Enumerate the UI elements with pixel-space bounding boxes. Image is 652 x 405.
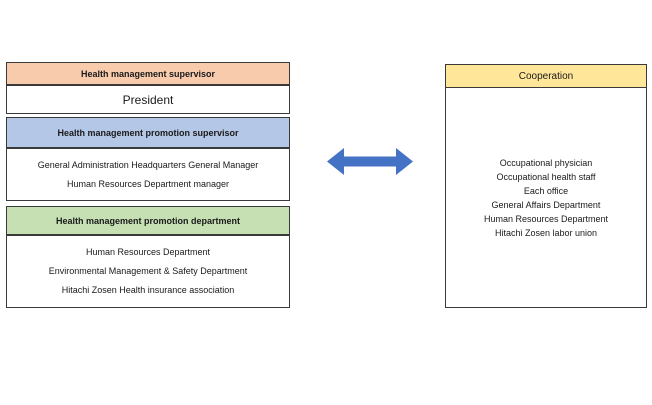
body-line: Each office xyxy=(523,185,569,196)
body-line: General Affairs Department xyxy=(491,199,601,210)
header-cooperation: Cooperation xyxy=(446,65,646,88)
body-line: General Administration Headquarters Gene… xyxy=(37,159,259,170)
body-promotion-supervisor-members: General Administration Headquarters Gene… xyxy=(6,148,290,201)
body-line: Human Resources Department xyxy=(85,247,211,257)
header-label: Cooperation xyxy=(518,70,574,82)
double-arrow-icon xyxy=(327,148,413,175)
body-line: Environmental Management & Safety Depart… xyxy=(48,266,248,276)
body-line: Occupational health staff xyxy=(496,171,596,182)
header-label: Health management supervisor xyxy=(80,68,216,79)
body-president: President xyxy=(6,85,290,114)
body-line: President xyxy=(122,92,174,107)
header-label: Health management promotion supervisor xyxy=(57,127,239,138)
body-line: Occupational physician xyxy=(499,157,593,168)
header-label: Health management promotion department xyxy=(55,215,241,226)
cooperation-members: Occupational physician Occupational heal… xyxy=(446,88,646,307)
body-promotion-department-members: Human Resources Department Environmental… xyxy=(6,235,290,308)
header-health-management-promotion-department: Health management promotion department xyxy=(6,206,290,235)
body-line: Human Resources Department xyxy=(483,213,609,224)
cooperation-box: Cooperation Occupational physician Occup… xyxy=(445,64,647,308)
header-health-management-promotion-supervisor: Health management promotion supervisor xyxy=(6,117,290,148)
body-line: Hitachi Zosen Health insurance associati… xyxy=(61,285,235,295)
header-health-management-supervisor: Health management supervisor xyxy=(6,62,290,85)
body-line: Hitachi Zosen labor union xyxy=(494,227,598,238)
body-line: Human Resources Department manager xyxy=(66,178,230,189)
